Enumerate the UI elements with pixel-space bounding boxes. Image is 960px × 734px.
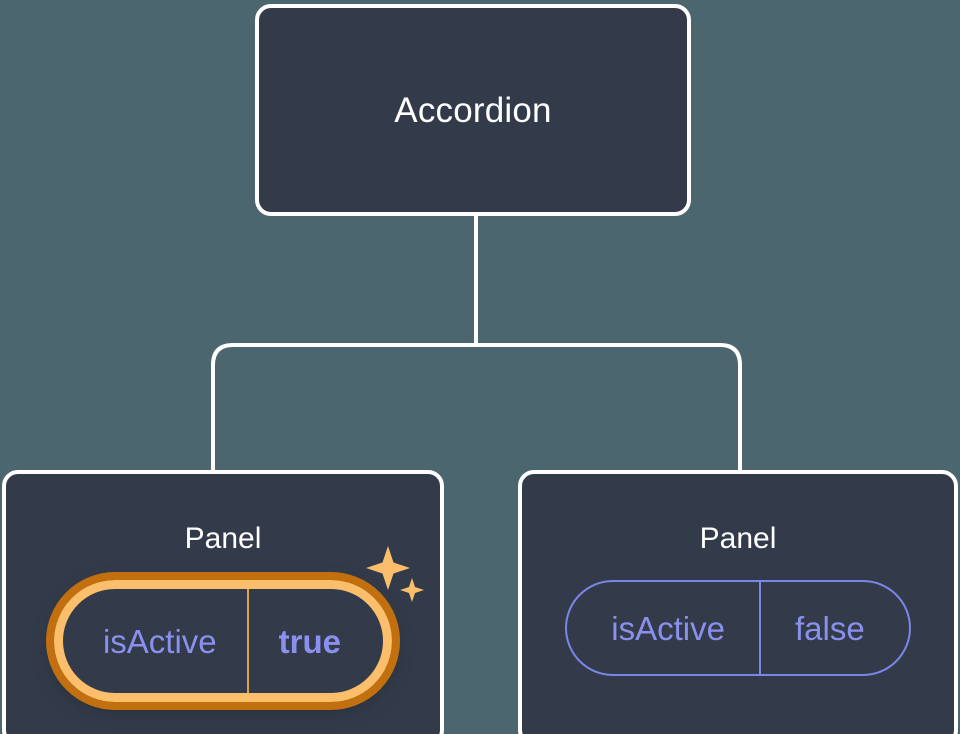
prop-pill-inactive-wrap: isActive false [565,580,911,676]
node-panel-inactive-label: Panel [699,522,777,555]
prop-value: false [758,582,909,674]
prop-pill-inactive[interactable]: isActive false [565,580,911,676]
node-panel-active-label: Panel [184,522,262,555]
prop-key: isActive [102,622,217,660]
prop-pill-active-wrap: isActive true [45,546,425,710]
node-panel-active[interactable]: Panel isActive true [2,470,444,734]
node-accordion-label: Accordion [394,90,552,130]
node-accordion[interactable]: Accordion [255,4,691,216]
node-panel-inactive[interactable]: Panel isActive false [518,470,958,734]
wire-branch-bar [211,343,742,470]
prop-value: true [246,589,383,693]
prop-key: isActive [611,609,725,647]
prop-pill-active[interactable]: isActive true [45,572,401,710]
